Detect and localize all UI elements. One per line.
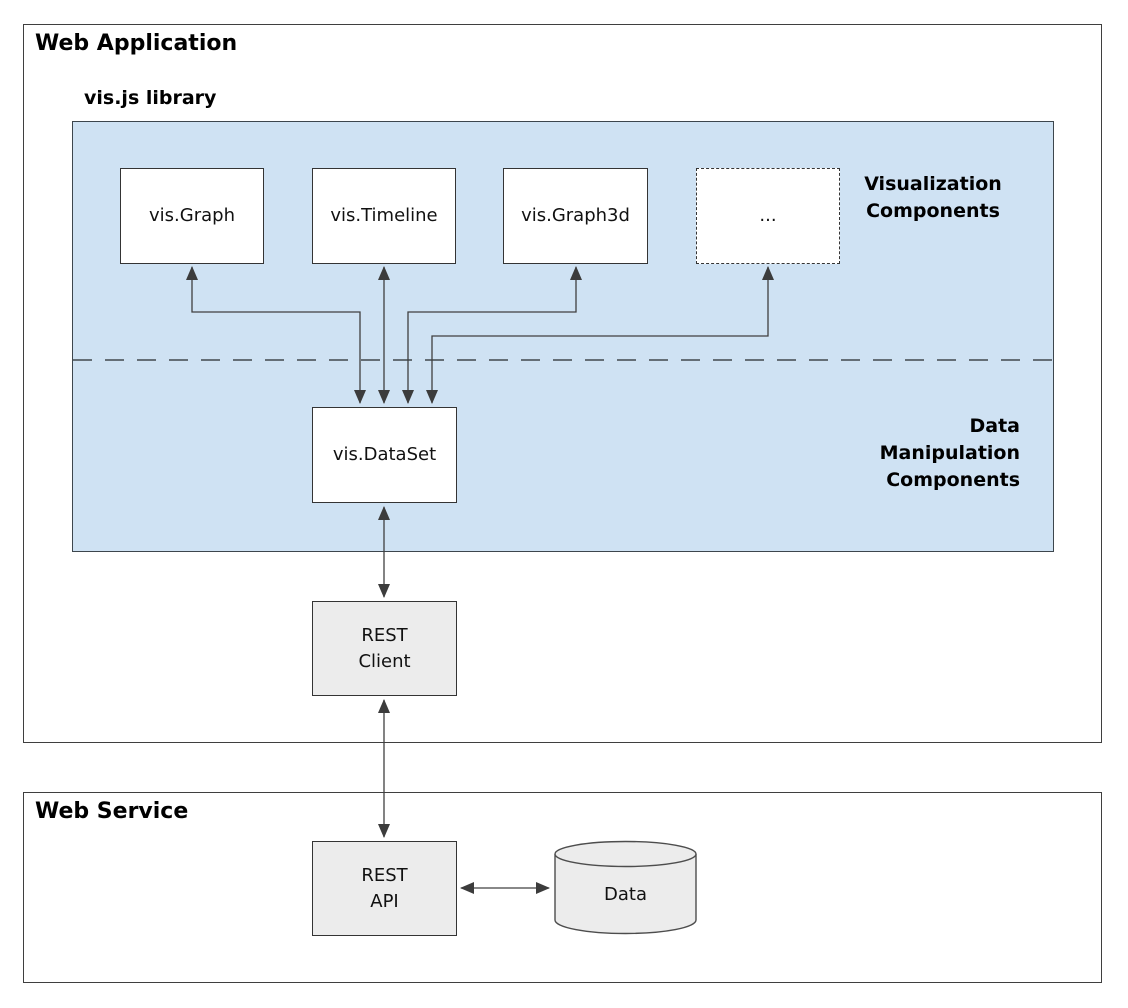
node-more-components: ... — [696, 168, 840, 264]
web-application-title: Web Application — [35, 31, 238, 56]
node-vis-dataset: vis.DataSet — [312, 407, 457, 503]
cylinder-body — [554, 854, 697, 935]
data-store-cylinder: Data — [553, 840, 698, 935]
node-vis-graph: vis.Graph — [120, 168, 264, 264]
vis-library-title: vis.js library — [84, 87, 217, 109]
data-manipulation-components-label: Data Manipulation Components — [879, 415, 1020, 491]
cylinder-top — [554, 840, 697, 868]
web-service-title: Web Service — [35, 799, 189, 824]
node-rest-api: REST API — [312, 841, 457, 936]
data-store-label: Data — [604, 884, 647, 905]
node-vis-graph3d: vis.Graph3d — [503, 168, 648, 264]
node-vis-timeline: vis.Timeline — [312, 168, 456, 264]
database-cylinder-icon — [554, 840, 697, 935]
visualization-components-label: Visualization Components — [864, 173, 1002, 222]
node-rest-client: REST Client — [312, 601, 457, 696]
